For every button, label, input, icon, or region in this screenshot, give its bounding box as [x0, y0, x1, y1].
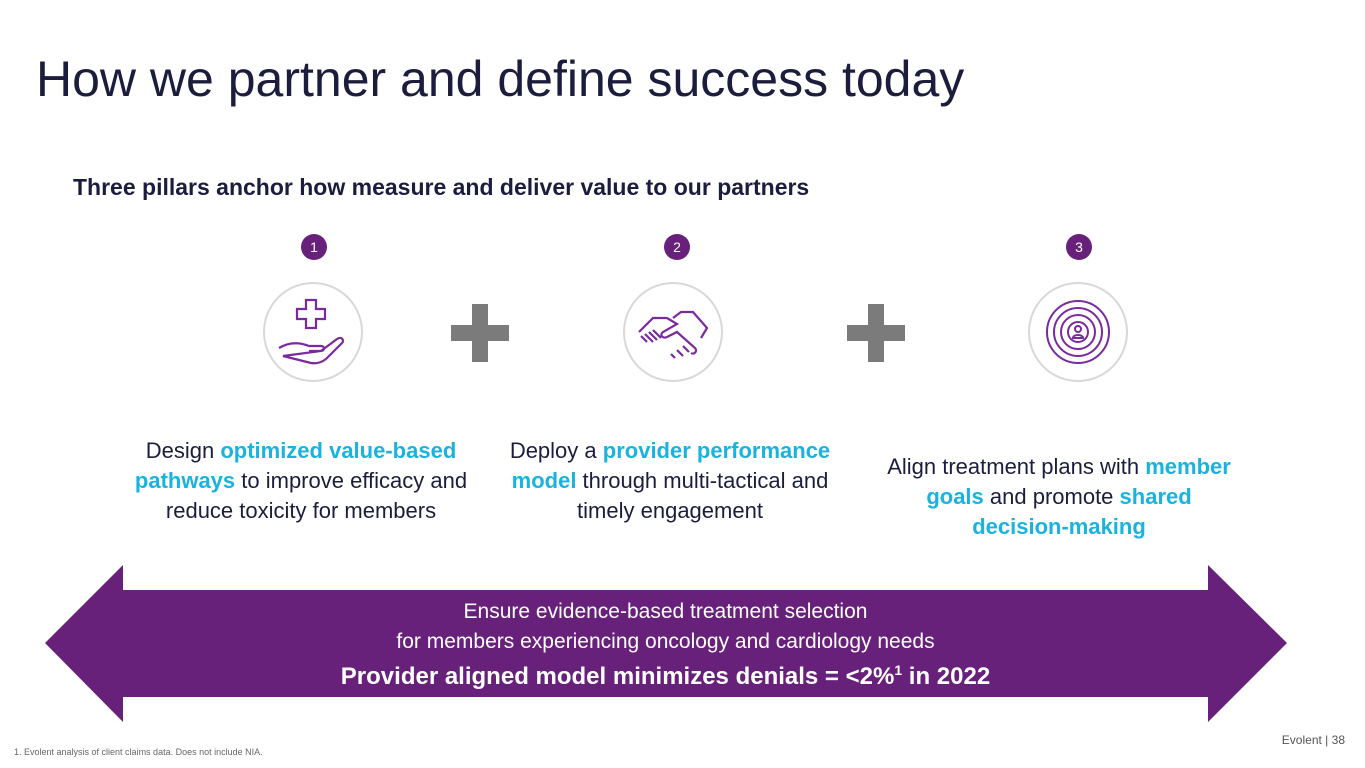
footnote: 1. Evolent analysis of client claims dat… [14, 747, 263, 757]
page-title: How we partner and define success today [36, 51, 965, 107]
handshake-icon [623, 282, 723, 382]
page-number: Evolent | 38 [1281, 733, 1345, 747]
hand-with-medical-cross-icon [263, 282, 363, 382]
pillar-number-2: 2 [664, 234, 690, 260]
pillar-number-3: 3 [1066, 234, 1092, 260]
pillar-description-2: Deploy a provider performance model thro… [509, 438, 831, 523]
plus-icon [451, 304, 509, 362]
target-person-icon [1028, 282, 1128, 382]
plus-icon [847, 304, 905, 362]
banner-text: Ensure evidence-based treatment selectio… [396, 600, 935, 653]
pillar-description-3: Align treatment plans with member goals … [887, 454, 1231, 539]
pillar-description-1: Design optimized value-based pathways to… [134, 438, 468, 523]
pillar-number-1: 1 [301, 234, 327, 260]
banner-highlight: Provider aligned model minimizes denials… [340, 662, 991, 690]
subtitle: Three pillars anchor how measure and del… [73, 174, 810, 200]
